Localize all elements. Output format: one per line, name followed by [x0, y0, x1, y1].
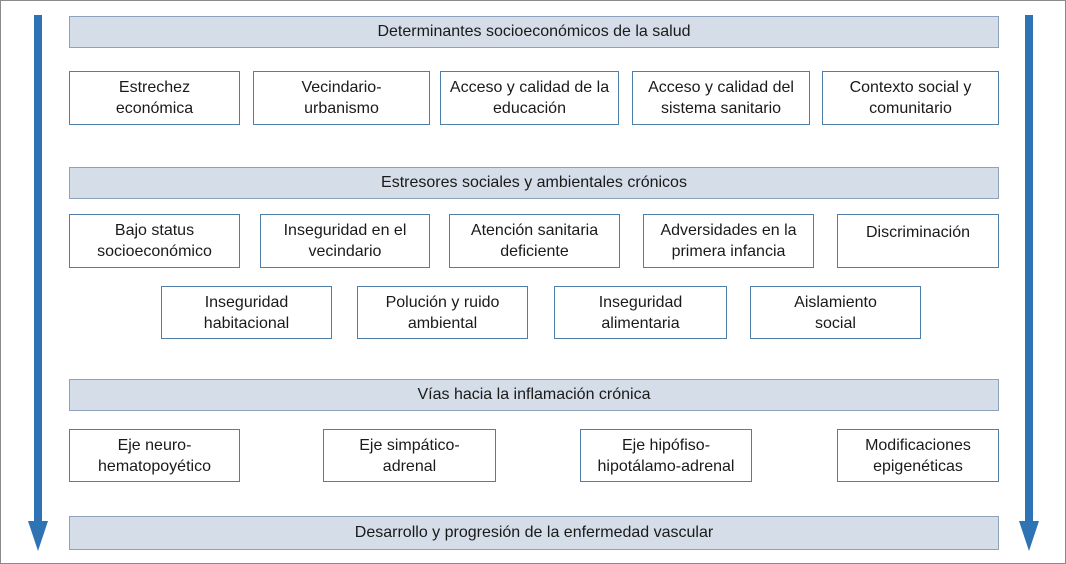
header-estresores: Estresores sociales y ambientales crónic… [69, 167, 999, 199]
box-atencion-sanitaria: Atención sanitaria deficiente [449, 214, 620, 268]
box-inseguridad-habitacional: Inseguridad habitacional [161, 286, 332, 339]
box-acceso-educacion: Acceso y calidad de la educación [440, 71, 619, 125]
box-discriminacion: Discriminación [837, 214, 999, 268]
box-eje-simpatico: Eje simpático- adrenal [323, 429, 496, 482]
box-estrechez-economica: Estrechez económica [69, 71, 240, 125]
box-eje-hipofiso: Eje hipófiso- hipotálamo-adrenal [580, 429, 752, 482]
box-polucion-ruido: Polución y ruido ambiental [357, 286, 528, 339]
box-aislamiento-social: Aislamiento social [750, 286, 921, 339]
box-bajo-status: Bajo status socioeconómico [69, 214, 240, 268]
box-acceso-sistema-sanitario: Acceso y calidad del sistema sanitario [632, 71, 810, 125]
header-vias-inflamacion: Vías hacia la inflamación crónica [69, 379, 999, 411]
box-eje-neuro: Eje neuro- hematopoyético [69, 429, 240, 482]
left-down-arrow [28, 15, 48, 551]
box-modificaciones-epigeneticas: Modificaciones epigenéticas [837, 429, 999, 482]
box-vecindario-urbanismo: Vecindario- urbanismo [253, 71, 430, 125]
box-inseguridad-alimentaria: Inseguridad alimentaria [554, 286, 727, 339]
right-down-arrow [1019, 15, 1039, 551]
header-enfermedad-vascular: Desarrollo y progresión de la enfermedad… [69, 516, 999, 550]
box-contexto-social: Contexto social y comunitario [822, 71, 999, 125]
box-adversidades-infancia: Adversidades en la primera infancia [643, 214, 814, 268]
header-determinantes: Determinantes socioeconómicos de la salu… [69, 16, 999, 48]
box-inseguridad-vecindario: Inseguridad en el vecindario [260, 214, 430, 268]
